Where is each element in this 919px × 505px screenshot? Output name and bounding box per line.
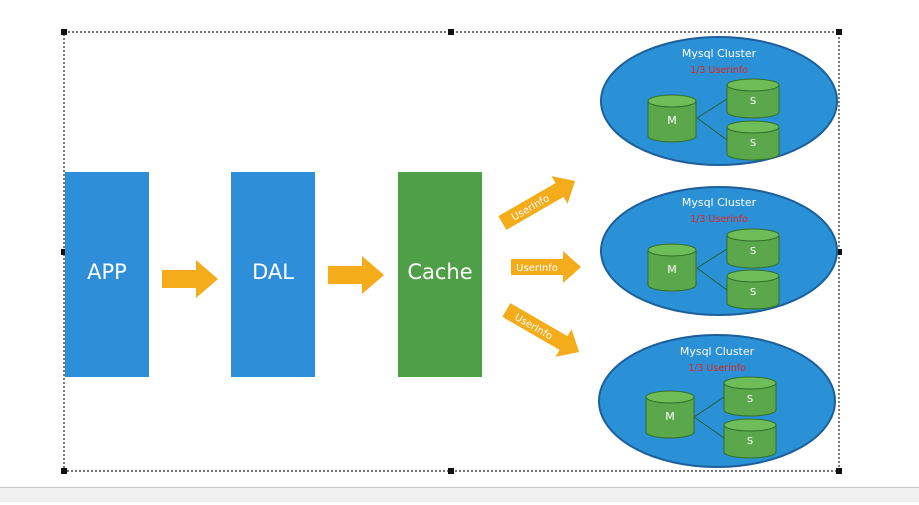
arrow-label-2: UserInfo [516, 263, 558, 274]
arrow-app-to-dal [162, 260, 218, 298]
handle-middle-right[interactable] [836, 249, 842, 255]
handle-top-middle[interactable] [448, 29, 454, 35]
slave-db-3b: S [723, 418, 777, 459]
master-db-1: M [647, 94, 697, 143]
mysql-cluster-2: Mysql Cluster 1/3 Userinfo M S S [600, 186, 838, 316]
slave-label-3b: S [747, 436, 753, 447]
master-label-2: M [667, 263, 677, 276]
master-label-3: M [665, 410, 675, 423]
cluster-subtitle-2: 1/3 Userinfo [690, 214, 748, 225]
dal-label: DAL [252, 260, 294, 284]
master-label-1: M [667, 114, 677, 127]
arrow-dal-to-cache [328, 256, 384, 294]
slave-label-2a: S [750, 246, 756, 257]
slave-db-3a: S [723, 376, 777, 417]
arrow-cache-to-cluster-3: UserInfo [502, 303, 580, 357]
handle-middle-left[interactable] [61, 249, 67, 255]
slave-db-2b: S [726, 269, 780, 310]
master-db-3: M [645, 390, 695, 439]
slave-label-3a: S [747, 394, 753, 405]
cluster-subtitle-3: 1/3 Userinfo [688, 363, 746, 374]
dal-box [231, 172, 315, 377]
arrow-cache-to-cluster-2: UserInfo [511, 251, 581, 283]
cluster-title-1: Mysql Cluster [682, 47, 757, 60]
handle-bottom-middle[interactable] [448, 468, 454, 474]
slave-db-1b: S [726, 120, 780, 161]
app-box [65, 172, 149, 377]
cluster-title-3: Mysql Cluster [680, 345, 755, 358]
app-label: APP [87, 260, 127, 284]
cluster-title-2: Mysql Cluster [682, 196, 757, 209]
slave-db-1a: S [726, 78, 780, 119]
slave-label-1a: S [750, 96, 756, 107]
slave-label-2b: S [750, 287, 756, 298]
mysql-cluster-1: Mysql Cluster 1/3 Userinfo M S S [600, 36, 838, 166]
master-db-2: M [647, 243, 697, 292]
cache-label: Cache [407, 260, 472, 284]
slave-label-1b: S [750, 138, 756, 149]
cluster-subtitle-1: 1/3 Userinfo [690, 65, 748, 76]
cache-box [398, 172, 482, 377]
selection-handles[interactable] [61, 29, 842, 474]
handle-bottom-left[interactable] [61, 468, 67, 474]
handle-bottom-right[interactable] [836, 468, 842, 474]
bottom-status-bar [0, 487, 919, 502]
arrow-cache-to-cluster-1: UserInfo [498, 176, 576, 230]
mysql-cluster-3: Mysql Cluster 1/3 Userinfo M S S [598, 334, 836, 468]
handle-top-right[interactable] [836, 29, 842, 35]
slave-db-2a: S [726, 228, 780, 269]
handle-top-left[interactable] [61, 29, 67, 35]
